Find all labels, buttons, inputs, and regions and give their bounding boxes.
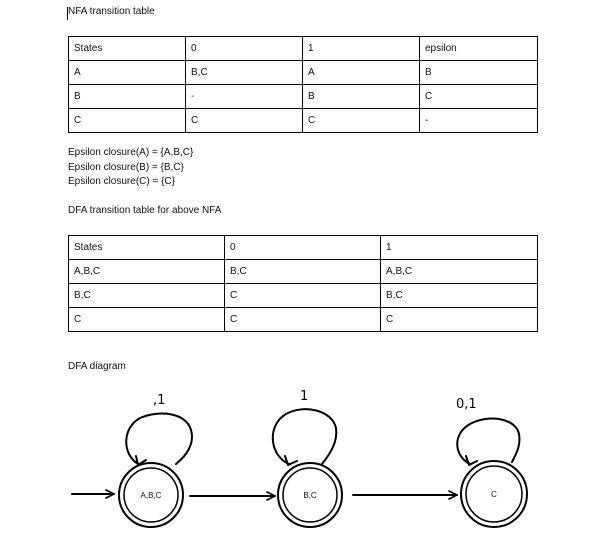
dfa-transition-table: States 0 1 A,B,C B,C A,B,C B,C C B,C C C…: [68, 235, 538, 332]
nfa-transition-table: States 0 1 epsilon A B,C A B B - B C C C…: [68, 36, 538, 133]
state-circle-inner: [123, 467, 179, 523]
state-label: B,C: [303, 491, 317, 500]
state-label: A,B,C: [141, 491, 162, 500]
column-header: 0: [224, 235, 381, 260]
table-header-row: States 0 1: [68, 235, 538, 260]
table-cell: C: [68, 108, 186, 133]
table-cell: B,C: [185, 60, 303, 85]
table-cell: B,C: [224, 259, 381, 284]
self-loop-arrow: [271, 408, 338, 465]
column-header: 1: [302, 36, 420, 61]
column-header: States: [68, 235, 225, 260]
table-cell: C: [185, 108, 303, 133]
table-cell: B,C: [68, 283, 225, 308]
loop-label: 0,1: [456, 397, 477, 412]
table-cell: A,B,C: [380, 259, 538, 284]
table-cell: A,B,C: [68, 259, 225, 284]
table-cell: C: [302, 108, 420, 133]
loop-label: 1: [300, 389, 308, 404]
table-cell: C: [224, 307, 381, 332]
table-row: C C C -: [68, 108, 538, 133]
table-cell: A: [68, 60, 186, 85]
table-row: B,C C B,C: [68, 283, 538, 308]
column-header: States: [68, 36, 186, 61]
state-circle-inner: [465, 465, 523, 523]
table-row: A,B,C B,C A,B,C: [68, 259, 538, 284]
dfa-diagram-title: DFA diagram: [68, 361, 126, 372]
column-header: 0: [185, 36, 303, 61]
state-circle-outer: [277, 462, 343, 528]
epsilon-closure-line: Epsilon closure(B) = {B,C}: [68, 161, 184, 173]
table-cell: -: [419, 108, 538, 133]
epsilon-closure-line: Epsilon closure(A) = {A,B,C}: [68, 147, 194, 158]
dfa-diagram: ,1 A,B,C 1 B,C 0,1 C: [71, 389, 528, 528]
loop-label: ,1: [153, 393, 165, 408]
self-loop-arrowhead: [284, 455, 298, 466]
state-circle-outer: [460, 460, 528, 528]
table-cell: A: [302, 60, 420, 85]
table-cell: B: [68, 84, 186, 109]
table-cell: C: [380, 307, 538, 332]
table-cell: B: [302, 84, 420, 109]
table-cell: C: [419, 84, 538, 109]
epsilon-closure-line: Epsilon closure(C) = {C}: [68, 176, 175, 187]
text-cursor: [67, 7, 68, 20]
table-cell: -: [185, 84, 303, 109]
nfa-table-title: NFA transition table: [68, 6, 155, 17]
self-loop-arrow: [456, 417, 521, 465]
self-loop-arrow: [125, 412, 193, 465]
table-cell: B,C: [380, 283, 538, 308]
table-cell: C: [224, 283, 381, 308]
table-row: C C C: [68, 307, 538, 332]
table-row: B - B C: [68, 84, 538, 109]
column-header: epsilon: [419, 36, 538, 61]
column-header: 1: [380, 235, 538, 260]
table-cell: C: [68, 307, 225, 332]
table-cell: B: [419, 60, 538, 85]
dfa-table-title: DFA transition table for above NFA: [68, 205, 222, 216]
table-row: A B,C A B: [68, 60, 538, 85]
state-circle-outer: [118, 462, 184, 528]
table-header-row: States 0 1 epsilon: [68, 36, 538, 61]
self-loop-arrowhead: [465, 455, 478, 466]
state-circle-inner: [282, 467, 338, 523]
epsilon-closure-list: Epsilon closure(A) = {A,B,C} Epsilon clo…: [68, 146, 193, 190]
state-label: C: [491, 490, 497, 499]
